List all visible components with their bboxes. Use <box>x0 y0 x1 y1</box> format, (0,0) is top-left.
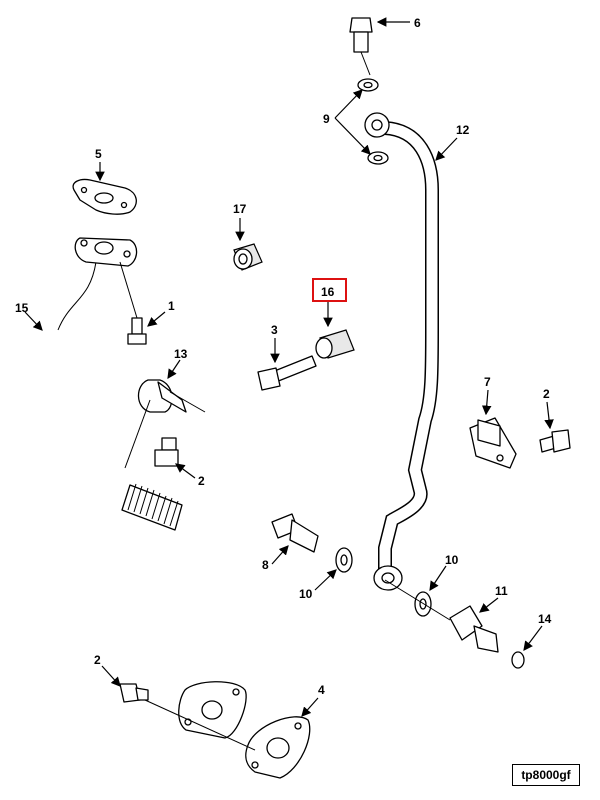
tube-12 <box>364 112 439 591</box>
callout-3: 3 <box>271 323 278 337</box>
callout-16: 16 <box>321 285 335 299</box>
callout-4: 4 <box>318 683 325 697</box>
callout-14: 14 <box>538 612 552 626</box>
gasket-5 <box>72 178 137 215</box>
oring-14 <box>511 651 525 669</box>
washer-10-left <box>335 547 353 573</box>
highlight-box-16 <box>312 278 347 302</box>
callout-15: 15 <box>15 301 29 315</box>
bellows <box>121 483 183 531</box>
leaders <box>24 17 554 717</box>
bracket-7 <box>469 417 517 469</box>
callout-11: 11 <box>495 584 508 598</box>
bolt-3 <box>257 355 317 391</box>
banjo-bolt-8 <box>271 513 319 553</box>
callout-1: 1 <box>168 299 175 313</box>
callout-10-left: 10 <box>299 587 313 601</box>
spacer-17 <box>233 243 263 271</box>
callout-6: 6 <box>414 16 421 30</box>
callout-5: 5 <box>95 147 102 161</box>
flange-bottom <box>178 681 247 739</box>
callout-2-right: 2 <box>543 387 550 401</box>
bolt-2-right <box>539 429 571 453</box>
gasket-4 <box>144 699 311 779</box>
callout-17: 17 <box>233 202 247 216</box>
bolt-1 <box>119 261 147 345</box>
sleeve-16 <box>315 329 355 359</box>
clamp-13 <box>124 379 206 469</box>
callout-12: 12 <box>456 123 470 137</box>
fitting-11 <box>384 579 499 653</box>
callout-numbers: 6 9 12 5 17 16 3 1 15 13 2 7 2 8 10 10 1… <box>15 16 552 697</box>
callout-13: 13 <box>174 347 188 361</box>
diagram-reference-label: tp8000gf <box>512 764 580 786</box>
washer-9-bottom <box>367 151 389 165</box>
bolt-6 <box>349 17 373 76</box>
tube-15 <box>36 245 213 709</box>
washer-10-right <box>414 591 432 617</box>
callout-9: 9 <box>323 112 330 126</box>
callout-2-bottom: 2 <box>94 653 101 667</box>
bolt-2-bottom <box>119 683 149 703</box>
callout-7: 7 <box>484 375 491 389</box>
flange-top <box>74 237 138 267</box>
callout-2-clamp: 2 <box>198 474 205 488</box>
washer-9-top <box>357 78 379 92</box>
callout-10-right: 10 <box>445 553 459 567</box>
callout-8: 8 <box>262 558 269 572</box>
bolt-2-clamp <box>154 437 179 467</box>
